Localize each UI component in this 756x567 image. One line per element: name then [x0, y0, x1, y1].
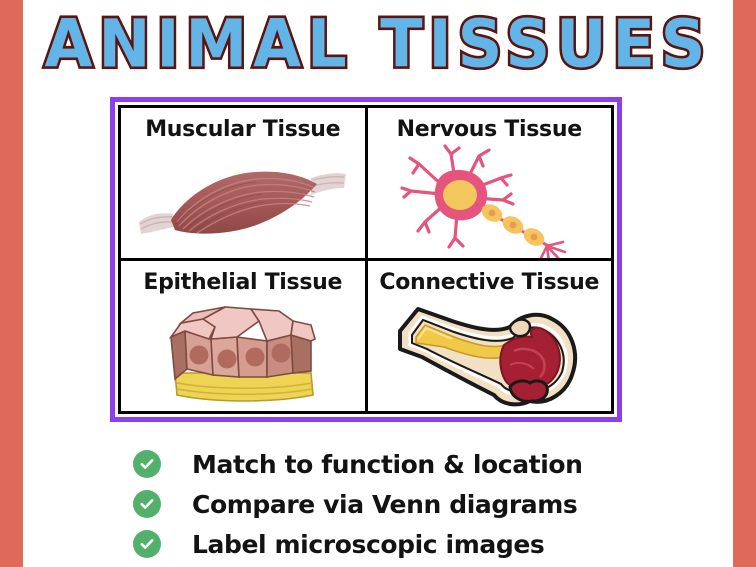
list-item[interactable]: Match to function & location: [133, 444, 693, 484]
tissue-card-label: Muscular Tissue: [145, 117, 341, 142]
epithelium-cells-icon: [121, 295, 365, 411]
check-circle-icon: [133, 490, 161, 518]
page-title: ANIMAL TISSUES: [42, 4, 712, 83]
tissue-card-nervous[interactable]: Nervous Tissue: [367, 108, 612, 258]
tissue-card-muscular[interactable]: Muscular Tissue: [121, 108, 365, 258]
list-item-label: Compare via Venn diagrams: [192, 489, 578, 519]
list-item[interactable]: Label microscopic images: [133, 524, 693, 564]
muscle-fiber-icon: [121, 142, 365, 258]
bone-cross-section-icon: [368, 295, 612, 411]
list-item-label: Match to function & location: [192, 449, 583, 479]
tissue-card-label: Nervous Tissue: [396, 117, 582, 142]
tissue-card-label: Connective Tissue: [379, 270, 600, 295]
list-item[interactable]: Compare via Venn diagrams: [133, 484, 693, 524]
right-border-stripe: [733, 0, 756, 567]
tissue-card-connective[interactable]: Connective Tissue: [367, 261, 612, 411]
title-container: ANIMAL TISSUES: [23, 0, 733, 88]
list-item-label: Label microscopic images: [192, 529, 545, 559]
tissue-card-epithelial[interactable]: Epithelial Tissue: [121, 261, 365, 411]
left-border-stripe: [0, 0, 23, 567]
tissue-grid: Muscular Tissue: [110, 97, 622, 422]
tissue-card-label: Epithelial Tissue: [143, 270, 343, 295]
check-circle-icon: [133, 530, 161, 558]
check-circle-icon: [133, 450, 161, 478]
neuron-icon: [368, 142, 612, 258]
bullet-list: Match to function & location Compare via…: [133, 444, 693, 564]
tissue-grid-inner: Muscular Tissue: [118, 105, 614, 414]
